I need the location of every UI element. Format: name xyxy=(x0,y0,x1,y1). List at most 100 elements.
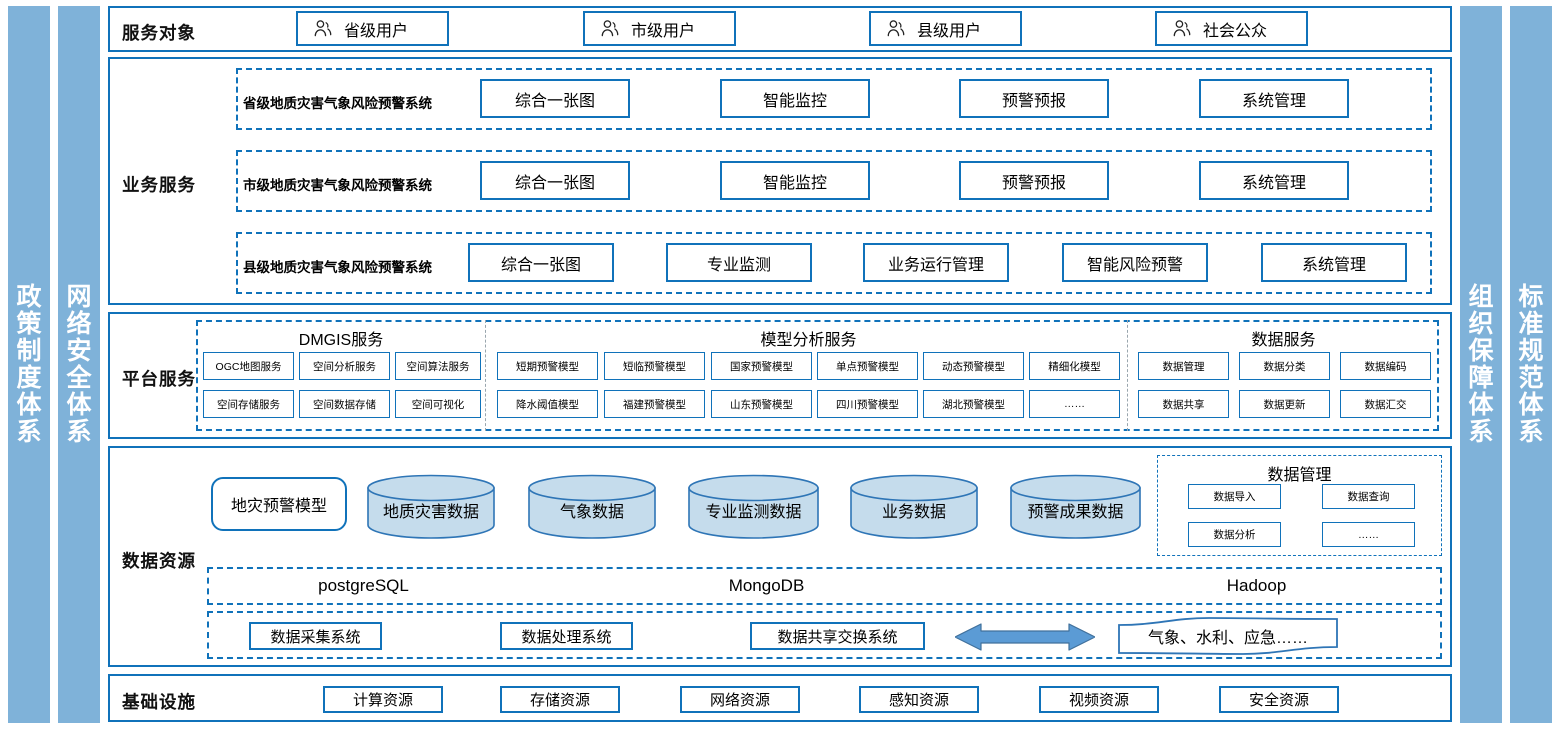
cylinder-geohazard-data[interactable]: 地质灾害数据 xyxy=(366,474,496,539)
cylinder-warning-result-data-label: 预警成果数据 xyxy=(1027,503,1124,521)
infrastructure-item-security[interactable]: 安全资源 xyxy=(1219,686,1339,713)
platform-model-item-5[interactable]: 动态预警模型 xyxy=(923,352,1024,380)
platform-model-item-8[interactable]: 福建预警模型 xyxy=(604,390,705,418)
service-target-county-label: 县级用户 xyxy=(917,22,982,40)
infrastructure-item-storage[interactable]: 存储资源 xyxy=(500,686,620,713)
infrastructure-item-network[interactable]: 网络资源 xyxy=(680,686,800,713)
data-system-processing[interactable]: 数据处理系统 xyxy=(500,622,633,650)
sidebar-standard-specification-system: 标准规范体系 xyxy=(1510,6,1552,723)
data-model-box[interactable]: 地灾预警模型 xyxy=(211,477,347,531)
business-module-city-3[interactable]: 预警预报 xyxy=(959,161,1109,200)
business-module-city-2[interactable]: 智能监控 xyxy=(720,161,870,200)
service-target-county[interactable]: 县级用户 xyxy=(869,11,1022,46)
platform-dmgis-item-5[interactable]: 空间数据存储 xyxy=(299,390,390,418)
business-module-county-1[interactable]: 综合一张图 xyxy=(468,243,614,282)
platform-data-item-4[interactable]: 数据共享 xyxy=(1138,390,1229,418)
platform-dmgis-item-3[interactable]: 空间算法服务 xyxy=(395,352,481,380)
business-module-province-2[interactable]: 智能监控 xyxy=(720,79,870,118)
platform-model-item-6[interactable]: 精细化模型 xyxy=(1029,352,1120,380)
cylinder-professional-monitoring-data[interactable]: 专业监测数据 xyxy=(687,474,820,539)
business-module-city-1[interactable]: 综合一张图 xyxy=(480,161,630,200)
service-target-public-label: 社会公众 xyxy=(1203,22,1268,40)
user-icon xyxy=(1171,18,1193,40)
layer-infrastructure-label: 基础设施 xyxy=(122,692,196,712)
platform-data-item-6[interactable]: 数据汇交 xyxy=(1340,390,1431,418)
external-agencies-label: 气象、水利、应急…… xyxy=(1147,630,1308,647)
data-management-group xyxy=(1157,455,1442,556)
data-systems-row xyxy=(207,611,1442,659)
service-target-city-label: 市级用户 xyxy=(631,22,696,40)
business-module-county-4[interactable]: 智能风险预警 xyxy=(1062,243,1208,282)
business-module-province-1[interactable]: 综合一张图 xyxy=(480,79,630,118)
data-management-item-4[interactable]: …… xyxy=(1322,522,1415,547)
cylinder-warning-result-data[interactable]: 预警成果数据 xyxy=(1009,474,1142,539)
sidebar-policy-system: 政策制度体系 xyxy=(8,6,50,723)
database-row xyxy=(207,567,1442,605)
database-postgresql: postgreSQL xyxy=(318,576,409,595)
infrastructure-item-video[interactable]: 视频资源 xyxy=(1039,686,1159,713)
platform-model-item-4[interactable]: 单点预警模型 xyxy=(817,352,918,380)
business-group-county-system: 县级地质灾害气象风险预警系统 xyxy=(243,260,432,275)
sidebar-network-security-system-label: 网络安全体系 xyxy=(66,282,92,446)
sidebar-policy-system-label: 政策制度体系 xyxy=(16,282,42,446)
platform-model-item-9[interactable]: 山东预警模型 xyxy=(711,390,812,418)
platform-model-item-12[interactable]: …… xyxy=(1029,390,1120,418)
platform-group-model-title: 模型分析服务 xyxy=(760,332,857,349)
business-module-county-2[interactable]: 专业监测 xyxy=(666,243,812,282)
database-mongodb: MongoDB xyxy=(728,576,805,595)
data-system-collection[interactable]: 数据采集系统 xyxy=(249,622,382,650)
platform-data-item-2[interactable]: 数据分类 xyxy=(1239,352,1330,380)
platform-data-item-1[interactable]: 数据管理 xyxy=(1138,352,1229,380)
business-module-county-5[interactable]: 系统管理 xyxy=(1261,243,1407,282)
business-module-city-4[interactable]: 系统管理 xyxy=(1199,161,1349,200)
platform-data-item-3[interactable]: 数据编码 xyxy=(1340,352,1431,380)
platform-group-model-divider xyxy=(489,320,1128,431)
platform-group-data-title: 数据服务 xyxy=(1251,332,1316,349)
sidebar-organization-guarantee-system: 组织保障体系 xyxy=(1460,6,1502,723)
data-management-item-3[interactable]: 数据分析 xyxy=(1188,522,1281,547)
platform-groups-wrapper xyxy=(196,320,1439,431)
cylinder-professional-monitoring-data-label: 专业监测数据 xyxy=(705,503,802,521)
platform-dmgis-item-1[interactable]: OGC地图服务 xyxy=(203,352,294,380)
platform-model-item-1[interactable]: 短期预警模型 xyxy=(497,352,598,380)
data-system-sharing-exchange[interactable]: 数据共享交换系统 xyxy=(750,622,925,650)
sidebar-standard-specification-system-label: 标准规范体系 xyxy=(1518,282,1544,446)
platform-model-item-11[interactable]: 湖北预警模型 xyxy=(923,390,1024,418)
platform-data-item-5[interactable]: 数据更新 xyxy=(1239,390,1330,418)
service-target-province[interactable]: 省级用户 xyxy=(296,11,449,46)
cylinder-meteorological-data-label: 气象数据 xyxy=(559,503,624,521)
platform-model-item-7[interactable]: 降水阈值模型 xyxy=(497,390,598,418)
cylinder-business-data-label: 业务数据 xyxy=(881,503,946,521)
service-target-province-label: 省级用户 xyxy=(344,22,409,40)
business-module-county-3[interactable]: 业务运行管理 xyxy=(863,243,1009,282)
platform-dmgis-item-6[interactable]: 空间可视化 xyxy=(395,390,481,418)
cylinder-geohazard-data-label: 地质灾害数据 xyxy=(382,503,479,521)
business-module-province-4[interactable]: 系统管理 xyxy=(1199,79,1349,118)
cylinder-business-data[interactable]: 业务数据 xyxy=(849,474,979,539)
data-management-item-2[interactable]: 数据查询 xyxy=(1322,484,1415,509)
platform-model-item-10[interactable]: 四川预警模型 xyxy=(817,390,918,418)
business-group-city-system: 市级地质灾害气象风险预警系统 xyxy=(243,178,432,193)
layer-business-services-label: 业务服务 xyxy=(122,175,196,195)
business-group-county xyxy=(236,232,1432,294)
platform-dmgis-item-4[interactable]: 空间存储服务 xyxy=(203,390,294,418)
data-management-title: 数据管理 xyxy=(1267,467,1332,484)
infrastructure-item-sensing[interactable]: 感知资源 xyxy=(859,686,979,713)
platform-dmgis-item-2[interactable]: 空间分析服务 xyxy=(299,352,390,380)
platform-model-item-2[interactable]: 短临预警模型 xyxy=(604,352,705,380)
layer-platform-services-label: 平台服务 xyxy=(122,369,196,389)
service-target-public[interactable]: 社会公众 xyxy=(1155,11,1308,46)
sidebar-organization-guarantee-system-label: 组织保障体系 xyxy=(1468,282,1494,446)
platform-group-dmgis-divider xyxy=(196,320,486,431)
service-target-city[interactable]: 市级用户 xyxy=(583,11,736,46)
business-module-province-3[interactable]: 预警预报 xyxy=(959,79,1109,118)
platform-model-item-3[interactable]: 国家预警模型 xyxy=(711,352,812,380)
external-agencies-wave[interactable]: 气象、水利、应急…… xyxy=(1117,617,1339,655)
sidebar-network-security-system: 网络安全体系 xyxy=(58,6,100,723)
platform-group-dmgis-title: DMGIS服务 xyxy=(298,332,384,349)
data-management-item-1[interactable]: 数据导入 xyxy=(1188,484,1281,509)
layer-service-targets-label: 服务对象 xyxy=(122,23,196,43)
infrastructure-item-compute[interactable]: 计算资源 xyxy=(323,686,443,713)
cylinder-meteorological-data[interactable]: 气象数据 xyxy=(527,474,657,539)
